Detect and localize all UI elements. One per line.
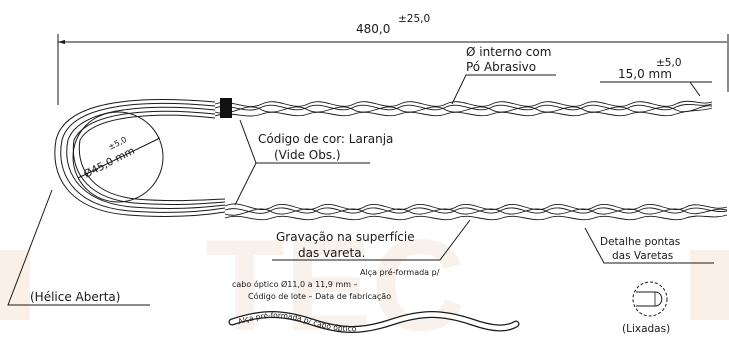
open-helix-leader: [7, 189, 150, 306]
engraving-leader: [272, 219, 471, 261]
engraving-label-1: Gravação na superfície: [276, 230, 415, 244]
tip-detail-label-2: das Varetas: [612, 250, 673, 262]
open-helix-label: (Hélice Aberta): [30, 290, 120, 304]
marking-line-1: Alça pré-formada p/: [360, 267, 440, 277]
loop-diameter-line: [77, 137, 161, 179]
end-length-dimension: [600, 81, 712, 97]
end-leader: [689, 81, 701, 97]
inner-coating-label-1: Ø interno com: [466, 45, 551, 59]
inner-coating-label-2: Pó Abrasivo: [466, 60, 536, 74]
overall-length-tolerance: ±25,0: [398, 13, 430, 25]
marking-line-3: Código de lote – Data de fabricação: [248, 291, 391, 301]
inner-coating-leader: [451, 74, 556, 105]
color-code-marker: [220, 98, 232, 118]
rod-tip-shape: [636, 291, 663, 307]
watermark-bar-right: [690, 250, 729, 320]
loop-diameter-circle: [72, 111, 164, 203]
lower-leg-rods: [224, 203, 728, 221]
tip-detail-circle: [632, 281, 668, 317]
marking-line-2: cabo óptico Ø11,0 a 11,9 mm –: [232, 279, 358, 289]
color-code-leaders: [234, 119, 370, 206]
upper-leg-rods: [214, 100, 713, 117]
color-code-label-2: (Vide Obs.): [274, 148, 341, 162]
overall-length-dimension: [57, 34, 729, 105]
sanded-label: (Lixadas): [622, 323, 670, 335]
end-length-value: 15,0 mm: [618, 67, 672, 81]
tip-detail-label-1: Detalhe pontas: [600, 236, 680, 248]
engraving-label-2: das vareta.: [298, 246, 365, 260]
overall-length-value: 480,0: [356, 22, 390, 36]
helix-loop: [54, 99, 226, 217]
end-length-tolerance: ±5,0: [656, 57, 682, 69]
color-code-label-1: Código de cor: Laranja: [258, 132, 393, 146]
tip-detail-leader: [584, 227, 714, 264]
